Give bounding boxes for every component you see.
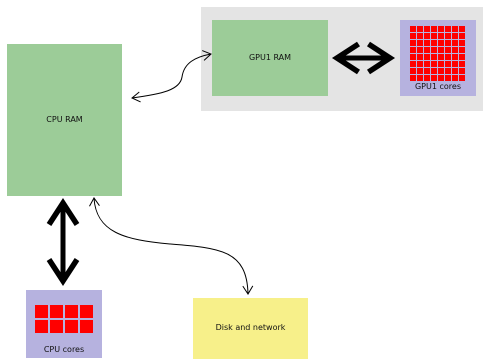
core-cell: [431, 75, 437, 81]
core-cell: [424, 40, 430, 46]
core-cell: [438, 47, 444, 53]
core-cell: [35, 320, 48, 333]
core-cell: [438, 33, 444, 39]
gpu1-cores-node: GPU1 cores: [400, 20, 476, 96]
core-cell: [459, 26, 465, 32]
core-cell: [452, 68, 458, 74]
core-cell: [417, 54, 423, 60]
gpu1-core-grid: [410, 26, 465, 81]
core-cell: [445, 33, 451, 39]
core-cell: [452, 61, 458, 67]
core-cell: [410, 75, 416, 81]
core-cell: [410, 47, 416, 53]
core-cell: [410, 33, 416, 39]
core-cell: [80, 320, 93, 333]
core-cell: [438, 40, 444, 46]
core-cell: [452, 26, 458, 32]
core-cell: [452, 40, 458, 46]
core-cell: [410, 61, 416, 67]
core-cell: [445, 54, 451, 60]
core-cell: [445, 47, 451, 53]
core-cell: [50, 320, 63, 333]
core-cell: [431, 68, 437, 74]
core-cell: [410, 26, 416, 32]
core-cell: [459, 68, 465, 74]
core-cell: [65, 305, 78, 318]
core-cell: [452, 33, 458, 39]
core-cell: [445, 26, 451, 32]
arrow-cpu-ram-disk: [89, 197, 254, 295]
core-cell: [424, 47, 430, 53]
gpu1-ram-node: GPU1 RAM: [212, 20, 328, 96]
core-cell: [417, 47, 423, 53]
core-cell: [431, 33, 437, 39]
core-cell: [35, 305, 48, 318]
core-cell: [452, 75, 458, 81]
core-cell: [410, 68, 416, 74]
core-cell: [431, 54, 437, 60]
core-cell: [417, 40, 423, 46]
cpu-ram-node: CPU RAM: [7, 44, 122, 196]
core-cell: [452, 54, 458, 60]
core-cell: [417, 26, 423, 32]
core-cell: [445, 68, 451, 74]
arrow-cpu-ram-gpu1-ram: [131, 50, 212, 103]
core-cell: [445, 40, 451, 46]
core-cell: [445, 75, 451, 81]
core-cell: [459, 40, 465, 46]
core-cell: [438, 54, 444, 60]
core-cell: [424, 61, 430, 67]
core-cell: [431, 26, 437, 32]
disk-network-node: Disk and network: [193, 298, 308, 359]
gpu1-ram-label: GPU1 RAM: [248, 53, 292, 62]
core-cell: [65, 320, 78, 333]
gpu1-cores-label: GPU1 cores: [414, 82, 461, 91]
core-cell: [410, 54, 416, 60]
cpu-cores-label: CPU cores: [43, 345, 85, 354]
core-cell: [445, 61, 451, 67]
core-cell: [431, 61, 437, 67]
core-cell: [417, 68, 423, 74]
core-cell: [459, 75, 465, 81]
core-cell: [80, 305, 93, 318]
core-cell: [459, 33, 465, 39]
core-cell: [438, 68, 444, 74]
cpu-cores-node: CPU cores: [26, 290, 102, 358]
core-cell: [431, 47, 437, 53]
core-cell: [452, 47, 458, 53]
core-cell: [424, 68, 430, 74]
core-cell: [417, 61, 423, 67]
core-cell: [424, 33, 430, 39]
core-cell: [431, 40, 437, 46]
cpu-ram-label: CPU RAM: [46, 115, 83, 124]
core-cell: [459, 61, 465, 67]
core-cell: [438, 61, 444, 67]
core-cell: [438, 26, 444, 32]
core-cell: [424, 54, 430, 60]
core-cell: [459, 47, 465, 53]
disk-network-label: Disk and network: [215, 323, 286, 332]
core-cell: [417, 75, 423, 81]
cpu-core-grid: [35, 305, 93, 333]
core-cell: [424, 26, 430, 32]
core-cell: [424, 75, 430, 81]
core-cell: [459, 54, 465, 60]
core-cell: [410, 40, 416, 46]
core-cell: [50, 305, 63, 318]
core-cell: [417, 33, 423, 39]
core-cell: [438, 75, 444, 81]
